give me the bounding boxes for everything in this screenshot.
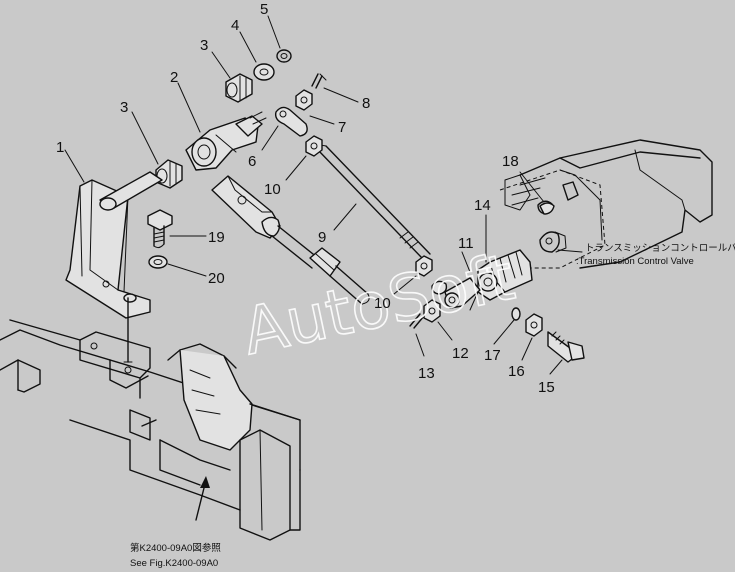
- valve-note-en: :Transmission Control Valve: [576, 256, 694, 267]
- leader-lines: [64, 15, 583, 521]
- label-part-12: 12: [452, 345, 469, 362]
- ref-note-jp: 第K2400-09A0図参照: [130, 542, 221, 554]
- label-part-3-lower: 3: [120, 99, 128, 116]
- pivot-assembly: [155, 49, 327, 189]
- callouts: トランスミッションコントロールバルブ :Transmission Control…: [130, 242, 735, 569]
- label-part-9: 9: [318, 229, 326, 246]
- bracket-1: [65, 171, 173, 319]
- label-part-6: 6: [248, 153, 256, 170]
- chassis-frame: [0, 297, 301, 541]
- label-part-7: 7: [338, 119, 346, 136]
- label-part-5: 5: [260, 1, 268, 18]
- hardware-small: [305, 135, 585, 363]
- label-part-19: 19: [208, 229, 225, 246]
- label-part-16: 16: [508, 363, 525, 380]
- label-part-15: 15: [538, 379, 555, 396]
- part-labels: 1 2 3 3 4 5 6 7 8 9 10 10 11 12 13 14 15…: [56, 1, 555, 396]
- label-part-1: 1: [56, 139, 64, 156]
- label-part-3-upper: 3: [200, 37, 208, 54]
- label-part-2: 2: [170, 69, 178, 86]
- label-part-13: 13: [418, 365, 435, 382]
- label-part-10-upper: 10: [264, 181, 281, 198]
- label-part-11: 11: [458, 235, 474, 252]
- lever-14: [469, 249, 533, 311]
- cable-assembly: [211, 175, 370, 305]
- label-part-14: 14: [474, 197, 491, 214]
- clevis-11: [431, 277, 481, 309]
- label-part-10-lower: 10: [374, 295, 391, 312]
- label-part-18: 18: [502, 153, 519, 170]
- label-part-8: 8: [362, 95, 370, 112]
- ref-note-en: See Fig.K2400-09A0: [130, 558, 218, 569]
- valve-note-jp: トランスミッションコントロールバルブ: [585, 242, 735, 254]
- label-part-17: 17: [484, 347, 501, 364]
- label-part-4: 4: [231, 17, 239, 34]
- label-part-20: 20: [208, 270, 225, 287]
- rod-9: [317, 145, 431, 259]
